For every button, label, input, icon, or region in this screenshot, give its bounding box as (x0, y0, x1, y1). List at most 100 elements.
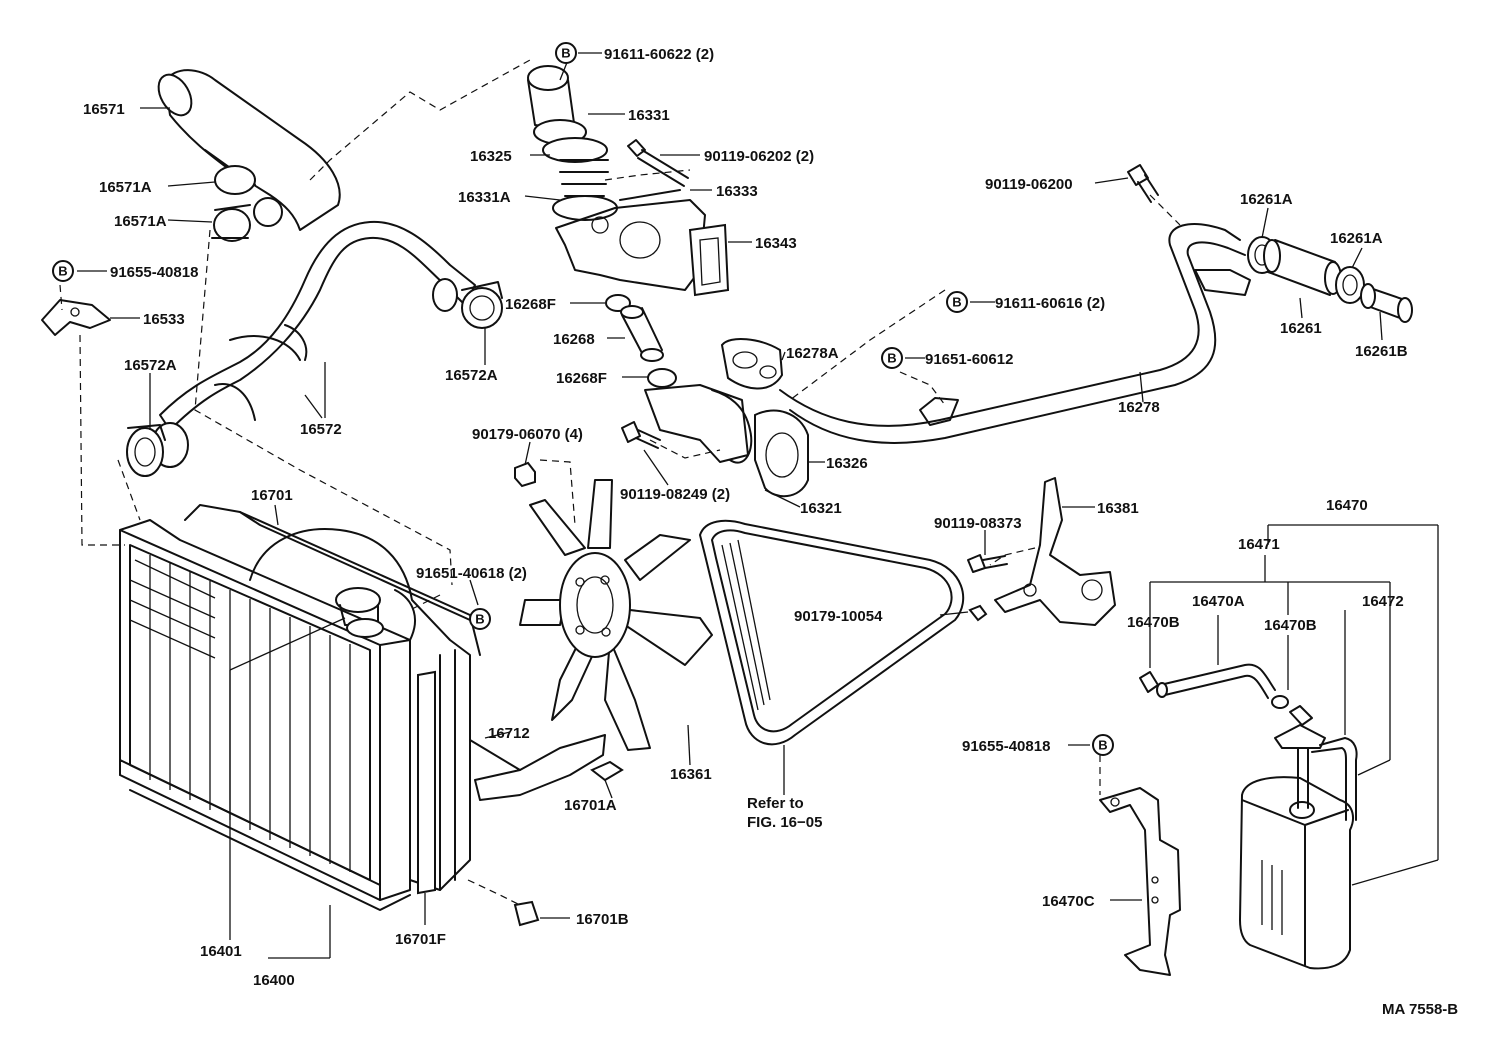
fan-bracket-16381 (994, 477, 1116, 626)
label-16571a-2: 16571A (114, 213, 167, 230)
label-91611-60616: 91611-60616 (2) (995, 295, 1105, 312)
hose-clamp-16261a-right (1335, 266, 1365, 304)
label-90179-06070: 90179-06070 (4) (472, 426, 583, 443)
label-91655-40818-b: 91655-40818 (962, 738, 1050, 755)
nut-90179-10054 (968, 604, 988, 622)
label-16471: 16471 (1238, 536, 1280, 553)
radiator-cap-16401 (335, 587, 384, 638)
label-16400: 16400 (253, 972, 295, 989)
badge-b-2-text: B (58, 264, 67, 279)
label-16325: 16325 (470, 148, 512, 165)
label-16361: 16361 (670, 766, 712, 783)
water-inlet-16331 (527, 65, 587, 145)
gasket-16325 (542, 137, 608, 163)
water-inlet-pipe-16321 (644, 384, 753, 464)
label-16381: 16381 (1097, 500, 1139, 517)
leader-lines (77, 52, 1439, 959)
label-16261a-2: 16261A (1330, 230, 1383, 247)
nut-90179-06070 (514, 461, 536, 488)
label-16261: 16261 (1280, 320, 1322, 337)
label-16331a: 16331A (458, 189, 511, 206)
label-16701a: 16701A (564, 797, 617, 814)
label-16321: 16321 (800, 500, 842, 517)
label-16470c: 16470C (1042, 893, 1095, 910)
label-16401: 16401 (200, 943, 242, 960)
label-16533: 16533 (143, 311, 185, 328)
hose-clamp-16572a-upper (461, 281, 503, 329)
gasket-16278a (720, 338, 784, 390)
clamp-91651-60612 (919, 397, 959, 426)
label-16261b: 16261B (1355, 343, 1408, 360)
badge-b-2: B (52, 260, 74, 282)
shroud-lower-16712 (469, 734, 606, 801)
badge-b-1: B (555, 42, 577, 64)
water-outlet-housing-16333 (555, 189, 706, 291)
shroud-clip-16701a (590, 760, 624, 782)
label-16343: 16343 (755, 235, 797, 252)
v-belt (699, 519, 965, 746)
reservoir-tank-16470 (1239, 776, 1354, 970)
bolt-90119-06202 (627, 139, 689, 187)
label-16268f-2: 16268F (556, 370, 607, 387)
gasket-16343 (688, 223, 730, 297)
overflow-hose-16470a (1156, 663, 1276, 699)
label-16572a-2: 16572A (445, 367, 498, 384)
reservoir-cap-16471 (1274, 705, 1326, 809)
bracket-16533 (41, 299, 111, 336)
label-16572a-1: 16572A (124, 357, 177, 374)
label-16470b-1: 16470B (1127, 614, 1180, 631)
label-91651-60612: 91651-60612 (925, 351, 1013, 368)
part-labels: 91611-60622 (2) 16571 16331 16325 90119-… (83, 46, 1458, 1018)
label-16261a-1: 16261A (1240, 191, 1293, 208)
reservoir-hose-16472 (1311, 737, 1358, 821)
gasket-16326 (754, 409, 809, 498)
badge-b-3: B (946, 291, 968, 313)
label-16701f: 16701F (395, 931, 446, 948)
label-16278a: 16278A (786, 345, 839, 362)
label-16268f-1: 16268F (505, 296, 556, 313)
label-16333: 16333 (716, 183, 758, 200)
badge-b-5: B (469, 608, 491, 630)
label-16712: 16712 (488, 725, 530, 742)
shroud-retainer-16701b (513, 900, 540, 927)
label-91651-40618: 91651-40618 (2) (416, 565, 527, 582)
label-91611-60622: 91611-60622 (2) (604, 46, 714, 63)
label-16701b: 16701B (576, 911, 629, 928)
upper-radiator-hose-16571 (157, 69, 341, 242)
bolt-90119-08373 (967, 554, 1008, 573)
label-16268: 16268 (553, 331, 595, 348)
heater-hose-16261 (1263, 239, 1342, 296)
label-16572: 16572 (300, 421, 342, 438)
label-90119-08249: 90119-08249 (2) (620, 486, 730, 503)
label-16470: 16470 (1326, 497, 1368, 514)
hose-clip-16470b-left (1139, 671, 1159, 693)
badge-b-4-text: B (887, 351, 896, 366)
o-ring-16268f-lower (647, 368, 677, 388)
label-16326: 16326 (826, 455, 868, 472)
pipe-16268 (620, 305, 664, 362)
water-bypass-pipe-16278 (779, 223, 1251, 444)
label-90119-06202: 90119-06202 (2) (704, 148, 814, 165)
reservoir-bracket-16470c (1099, 787, 1181, 976)
radiator-16400 (119, 504, 481, 911)
badge-b-4: B (881, 347, 903, 369)
label-refer-fig: FIG. 16−05 (747, 814, 822, 831)
hose-clamp-16572a-lower (126, 424, 166, 477)
label-90119-08373: 90119-08373 (934, 515, 1022, 532)
shroud-side-16701f (417, 670, 436, 895)
cooling-fan-16361 (519, 479, 713, 751)
label-90119-06200: 90119-06200 (985, 176, 1073, 193)
label-16701: 16701 (251, 487, 293, 504)
pipe-16261b (1360, 283, 1413, 323)
badge-b-6: B (1092, 734, 1114, 756)
label-16278: 16278 (1118, 399, 1160, 416)
label-16472: 16472 (1362, 593, 1404, 610)
hose-clip-16470b-right (1271, 695, 1289, 709)
figure-reference: MA 7558-B (1382, 1001, 1458, 1018)
bolt-90119-06200 (1127, 164, 1159, 203)
bolt-90119-08249 (621, 421, 661, 449)
label-90179-10054: 90179-10054 (794, 608, 883, 625)
label-refer-to: Refer to (747, 795, 804, 812)
badge-b-1-text: B (561, 46, 570, 61)
